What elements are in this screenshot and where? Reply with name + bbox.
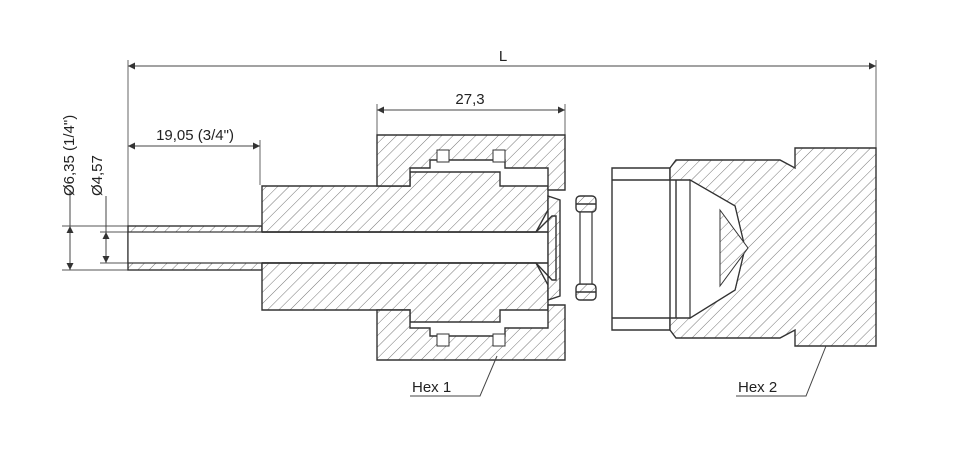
overall-length-label: L xyxy=(499,48,507,65)
outer-diameter-label: Ø6,35 (1/4") xyxy=(61,115,78,196)
hex2-label: Hex 2 xyxy=(738,379,777,396)
hex1-label: Hex 1 xyxy=(412,379,451,396)
gland-cone-tip xyxy=(535,195,561,301)
collar-width-dimension: 27,3 xyxy=(376,91,566,135)
outer-diameter-dimension: Ø6,35 (1/4") xyxy=(61,115,128,271)
ferrule-rings xyxy=(575,195,597,301)
collar-width-label: 27,3 xyxy=(455,91,484,108)
tube-length-dimension: 19,05 (3/4") xyxy=(128,127,261,185)
inner-diameter-label: Ø4,57 xyxy=(89,155,106,196)
tube-stub xyxy=(127,225,549,271)
gland-body xyxy=(261,171,549,323)
hex1-nut xyxy=(376,134,566,361)
inner-diameter-dimension: Ø4,57 xyxy=(89,155,128,264)
hex1-callout: Hex 1 xyxy=(410,355,498,397)
hex2-callout: Hex 2 xyxy=(736,345,827,397)
tube-length-label: 19,05 (3/4") xyxy=(156,127,234,144)
body-receptacle xyxy=(611,147,877,347)
